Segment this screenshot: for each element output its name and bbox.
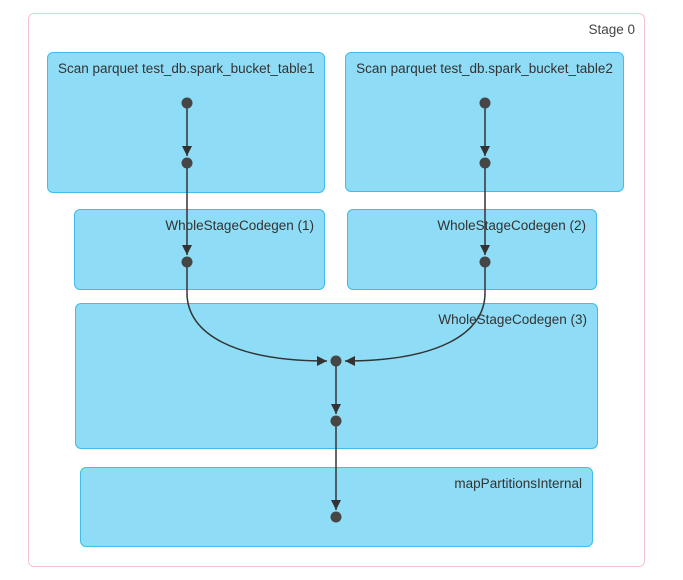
cluster-label-wholestagecodegen-1: WholeStageCodegen (1) [165,218,314,233]
cluster-wholestagecodegen-3: WholeStageCodegen (3) [75,303,598,449]
cluster-label-mappartitionsinternal: mapPartitionsInternal [454,476,582,491]
cluster-wholestagecodegen-1: WholeStageCodegen (1) [74,209,325,290]
cluster-scan-parquet-table1: Scan parquet test_db.spark_bucket_table1 [47,52,325,193]
cluster-label-scan-table2: Scan parquet test_db.spark_bucket_table2 [356,61,613,76]
cluster-label-wholestagecodegen-3: WholeStageCodegen (3) [438,312,587,327]
rdd-node-dot[interactable] [479,97,491,109]
cluster-mappartitionsinternal: mapPartitionsInternal [80,467,593,547]
cluster-label-wholestagecodegen-2: WholeStageCodegen (2) [437,218,586,233]
cluster-scan-parquet-table2: Scan parquet test_db.spark_bucket_table2 [345,52,624,192]
stage-title: Stage 0 [588,22,635,37]
cluster-label-scan-table1: Scan parquet test_db.spark_bucket_table1 [58,61,315,76]
rdd-node-dot[interactable] [479,157,491,169]
rdd-node-dot[interactable] [330,511,342,523]
rdd-node-dot[interactable] [181,256,193,268]
rdd-node-dot[interactable] [181,97,193,109]
cluster-wholestagecodegen-2: WholeStageCodegen (2) [347,209,597,290]
rdd-node-dot[interactable] [479,256,491,268]
rdd-node-dot[interactable] [330,355,342,367]
rdd-node-dot[interactable] [181,157,193,169]
rdd-node-dot[interactable] [330,415,342,427]
